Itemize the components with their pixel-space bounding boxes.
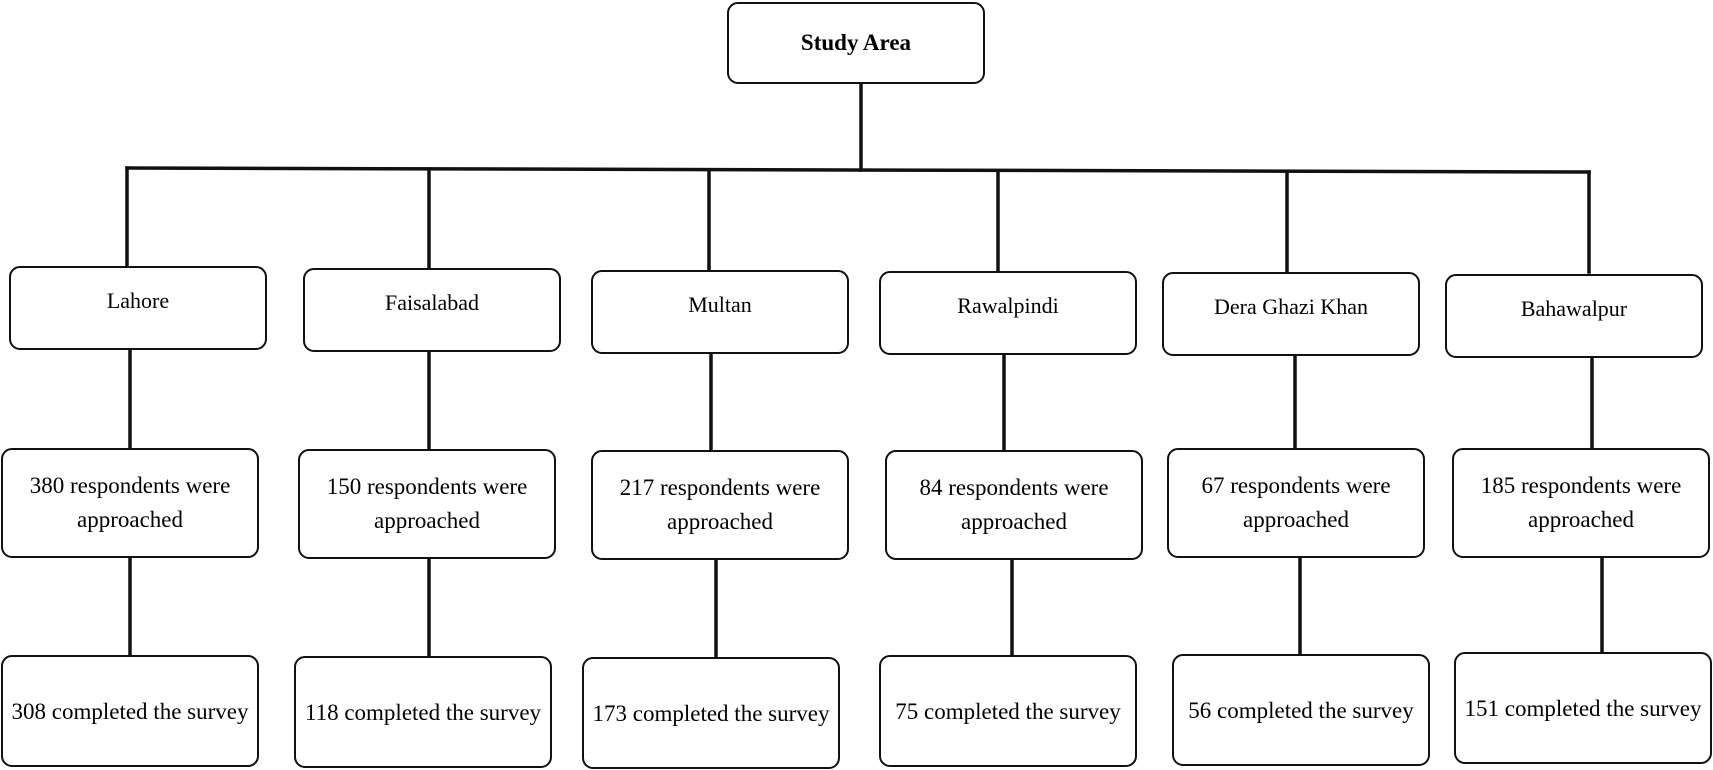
completed-box-dera-ghazi-khan: 56 completed the survey xyxy=(1172,654,1430,766)
district-box-faisalabad: Faisalabad xyxy=(303,268,561,352)
completed-text: 173 completed the survey xyxy=(592,700,830,726)
study-area-box: Study Area xyxy=(727,2,985,84)
district-name: Dera Ghazi Khan xyxy=(1214,294,1368,319)
district-name: Faisalabad xyxy=(384,290,480,315)
approached-box-bahawalpur: 185 respondents were approached xyxy=(1452,448,1710,558)
completed-box-lahore: 308 completed the survey xyxy=(1,655,259,767)
study-area-label: Study Area xyxy=(800,30,912,55)
approached-text: 185 respondents were approached xyxy=(1480,473,1682,532)
district-box-multan: Multan xyxy=(591,270,849,354)
completed-box-rawalpindi: 75 completed the survey xyxy=(879,655,1137,767)
district-name: Bahawalpur xyxy=(1520,296,1628,321)
completed-text: 308 completed the survey xyxy=(11,698,249,724)
approached-box-faisalabad: 150 respondents were approached xyxy=(298,449,556,559)
approached-text: 150 respondents were approached xyxy=(326,474,528,533)
district-box-lahore: Lahore xyxy=(9,266,267,350)
district-name: Multan xyxy=(688,292,752,317)
approached-text: 67 respondents were approached xyxy=(1201,473,1391,532)
completed-box-faisalabad: 118 completed the survey xyxy=(294,656,552,768)
district-box-dera-ghazi-khan: Dera Ghazi Khan xyxy=(1162,272,1420,356)
approached-text: 380 respondents were approached xyxy=(29,473,231,532)
completed-box-multan: 173 completed the survey xyxy=(582,657,840,769)
approached-box-rawalpindi: 84 respondents were approached xyxy=(885,450,1143,560)
completed-box-bahawalpur: 151 completed the survey xyxy=(1454,652,1712,764)
completed-text: 118 completed the survey xyxy=(304,699,542,725)
approached-box-lahore: 380 respondents were approached xyxy=(1,448,259,558)
district-box-rawalpindi: Rawalpindi xyxy=(879,271,1137,355)
approached-box-multan: 217 respondents were approached xyxy=(591,450,849,560)
district-name: Lahore xyxy=(106,288,170,313)
completed-text: 151 completed the survey xyxy=(1464,695,1702,721)
district-name: Rawalpindi xyxy=(957,293,1059,318)
approached-text: 217 respondents were approached xyxy=(619,475,821,534)
district-box-bahawalpur: Bahawalpur xyxy=(1445,274,1703,358)
completed-text: 75 completed the survey xyxy=(895,698,1121,724)
approached-text: 84 respondents were approached xyxy=(919,475,1109,534)
approached-box-dera-ghazi-khan: 67 respondents were approached xyxy=(1167,448,1425,558)
completed-text: 56 completed the survey xyxy=(1188,697,1414,723)
